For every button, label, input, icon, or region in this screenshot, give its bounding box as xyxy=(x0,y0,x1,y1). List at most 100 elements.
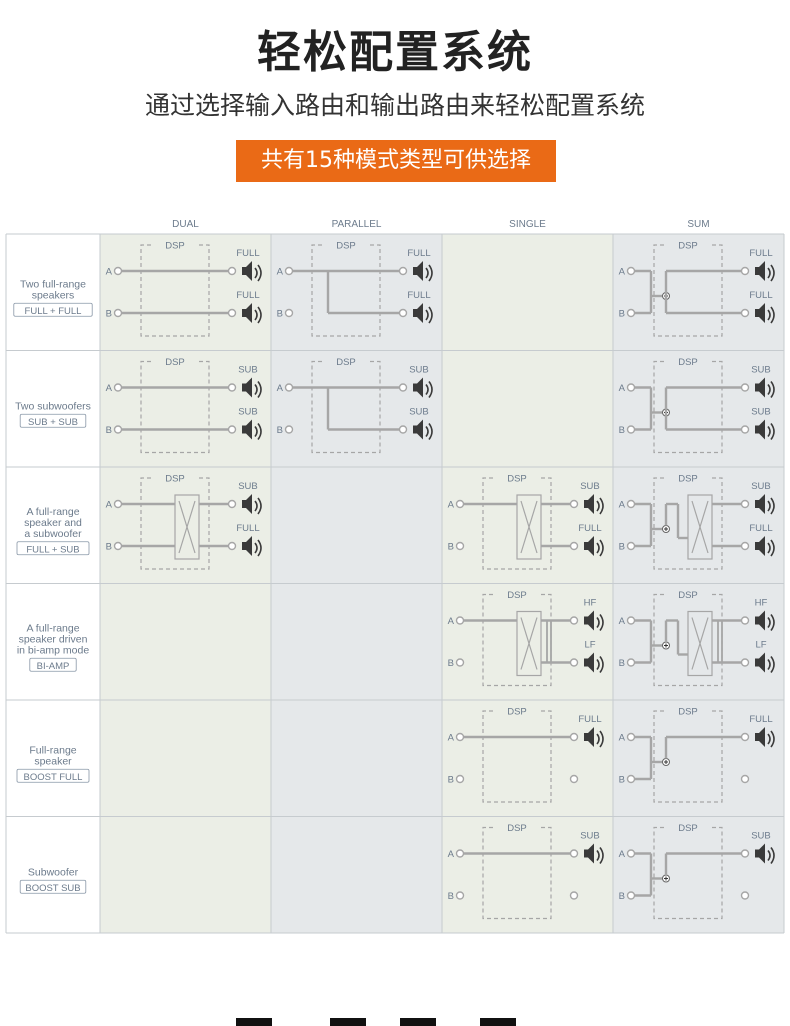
speaker-icon xyxy=(755,494,765,514)
input-b-port xyxy=(626,541,636,551)
speaker-icon xyxy=(755,261,765,281)
speaker-icon xyxy=(242,261,252,281)
speaker-wave-icon xyxy=(596,500,600,512)
speaker-icon xyxy=(584,494,594,514)
dsp-box xyxy=(140,360,210,454)
speaker-wave-icon xyxy=(767,309,771,321)
speaker-wave-icon xyxy=(254,267,258,279)
input-a-label: A xyxy=(448,500,455,511)
input-b-port xyxy=(113,308,123,318)
dsp-box xyxy=(653,826,723,920)
dsp-label: DSP xyxy=(165,241,185,252)
speaker-icon xyxy=(413,303,423,323)
speaker-wave-icon xyxy=(767,617,771,628)
input-a-label: A xyxy=(619,383,626,394)
speaker-wave-icon xyxy=(767,850,771,861)
output-label: SUB xyxy=(751,831,771,842)
row-mode-tag xyxy=(13,302,93,317)
speaker-wave-icon xyxy=(428,306,433,324)
output-label: HF xyxy=(755,598,768,609)
output-port xyxy=(569,849,579,858)
input-b-port xyxy=(626,891,636,900)
input-a-port xyxy=(626,849,636,858)
dsp-box xyxy=(653,477,723,570)
row-label-text: Two full-range xyxy=(20,278,86,290)
speaker-icon xyxy=(584,652,594,673)
output-label: SUB xyxy=(238,407,258,418)
speaker-icon xyxy=(755,652,765,673)
crossover-block xyxy=(516,610,542,677)
input-a-port xyxy=(626,266,636,276)
output-port xyxy=(569,732,579,742)
output-port xyxy=(740,658,750,667)
input-a-label: A xyxy=(448,616,455,627)
input-b-label: B xyxy=(277,425,283,436)
output-label: FULL xyxy=(236,290,259,301)
row-mode-tag-text: FULL + SUB xyxy=(26,544,79,555)
speaker-icon xyxy=(755,303,765,323)
crossover-cross xyxy=(691,617,709,670)
dsp-label: DSP xyxy=(336,357,356,368)
input-b-port xyxy=(455,658,465,667)
speaker-wave-icon xyxy=(770,847,775,864)
speaker-wave-icon xyxy=(257,264,262,282)
speaker-wave-icon xyxy=(428,264,433,282)
crossover-block xyxy=(516,494,542,560)
row-mode-tag-text: SUB + SUB xyxy=(28,417,78,428)
input-b-label: B xyxy=(619,309,625,320)
row-mode-tag xyxy=(16,768,90,783)
input-a-label: A xyxy=(619,500,626,511)
output-label: SUB xyxy=(580,481,600,492)
output-label: FULL xyxy=(578,714,601,725)
row-label-text: Subwoofer xyxy=(28,866,79,878)
output-port xyxy=(569,658,579,667)
mode-count-badge: 共有15种模式类型可供选择 xyxy=(236,140,556,182)
speaker-icon xyxy=(755,610,765,631)
input-b-port xyxy=(113,541,123,551)
output-port xyxy=(227,425,237,434)
speaker-wave-icon xyxy=(254,384,258,395)
output-label: FULL xyxy=(749,523,772,534)
output-port xyxy=(398,425,408,434)
speaker-wave-icon xyxy=(254,309,258,321)
dsp-label: DSP xyxy=(678,357,698,368)
speaker-icon xyxy=(755,536,765,556)
dsp-box xyxy=(140,244,210,337)
row-mode-tag-text: BOOST SUB xyxy=(25,883,80,894)
crossover-cross xyxy=(520,617,538,670)
dsp-label: DSP xyxy=(678,823,698,834)
output-port xyxy=(740,616,750,625)
dsp-label: DSP xyxy=(507,590,527,601)
speaker-wave-icon xyxy=(425,384,429,395)
input-a-port xyxy=(113,266,123,276)
output-label: SUB xyxy=(409,365,429,376)
dsp-label: DSP xyxy=(678,590,698,601)
row-label-text: speaker and xyxy=(24,517,82,529)
output-label: FULL xyxy=(236,523,259,534)
output-port xyxy=(740,891,750,900)
output-label: SUB xyxy=(238,481,258,492)
row-mode-tag xyxy=(19,413,87,428)
input-a-port xyxy=(455,732,465,742)
input-b-label: B xyxy=(448,542,454,553)
speaker-icon xyxy=(755,377,765,398)
output-label: SUB xyxy=(238,365,258,376)
next-section-title-partial xyxy=(0,1000,790,1026)
speaker-wave-icon xyxy=(254,542,258,554)
dsp-box xyxy=(311,360,381,454)
speaker-icon xyxy=(242,494,252,514)
input-a-port xyxy=(284,266,294,276)
input-a-port xyxy=(113,499,123,509)
input-a-port xyxy=(284,383,294,392)
speaker-wave-icon xyxy=(767,500,771,512)
input-b-label: B xyxy=(619,658,625,669)
input-a-port xyxy=(626,616,636,625)
row-label-text: in bi-amp mode xyxy=(17,644,90,656)
output-port xyxy=(740,425,750,434)
speaker-icon xyxy=(413,377,423,398)
input-b-label: B xyxy=(106,309,112,320)
dsp-label: DSP xyxy=(507,707,527,718)
speaker-wave-icon xyxy=(770,614,775,631)
input-b-label: B xyxy=(619,775,625,786)
output-port xyxy=(227,266,237,276)
